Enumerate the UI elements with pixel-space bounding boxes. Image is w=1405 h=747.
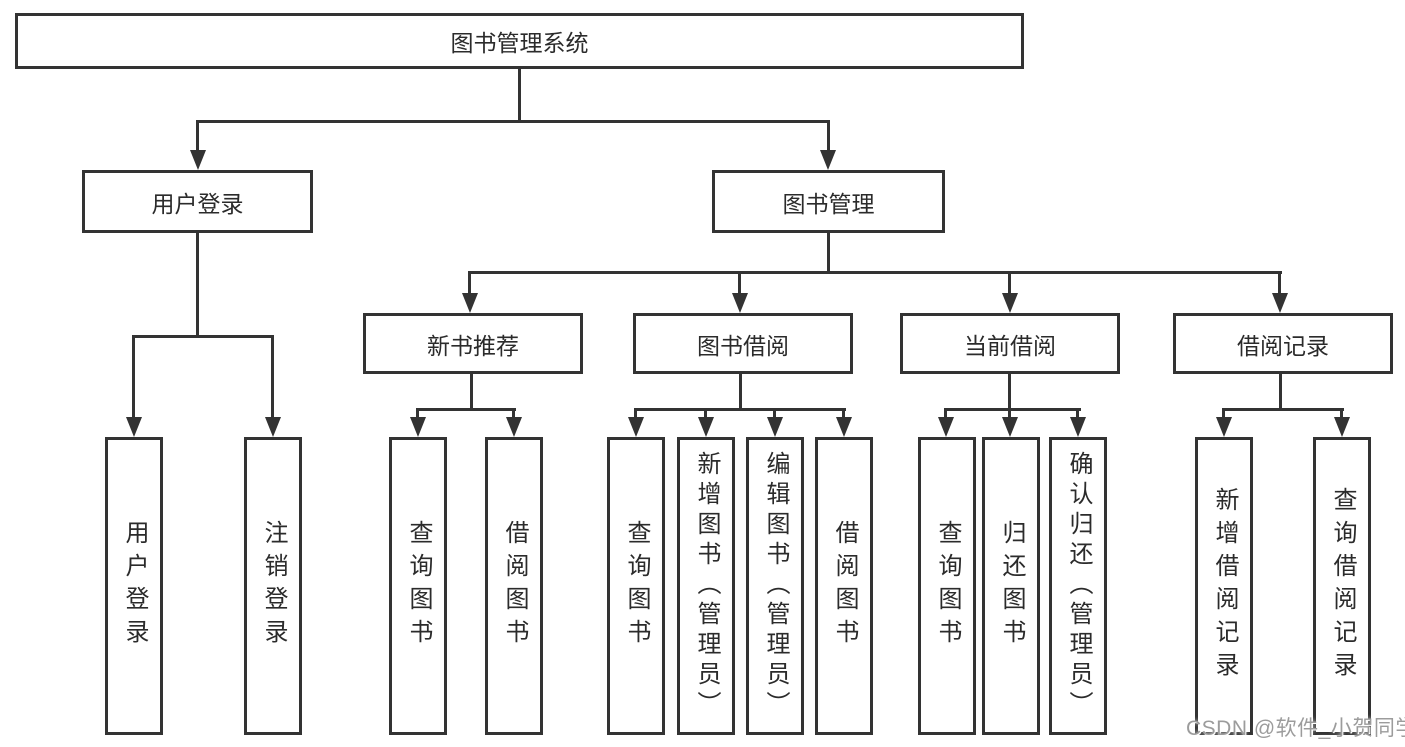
arrowhead-down-icon	[462, 293, 478, 313]
connector-line	[271, 335, 274, 419]
node-user-login: 用户登录	[82, 170, 313, 233]
connector-line	[196, 233, 199, 335]
arrowhead-down-icon	[1272, 293, 1288, 313]
arrowhead-down-icon	[938, 417, 954, 437]
arrowhead-down-icon	[1070, 417, 1086, 437]
node-new-book-recommend: 新书推荐	[363, 313, 583, 374]
leaf-confirm-return-admin: 确认归还（管理员）	[1049, 437, 1107, 735]
node-root-library-system: 图书管理系统	[15, 13, 1024, 69]
leaf-logout: 注销登录	[244, 437, 302, 735]
leaf-borrow-books-recommend: 借阅图书	[485, 437, 543, 735]
connector-line	[468, 271, 471, 295]
leaf-user-login: 用户登录	[105, 437, 163, 735]
node-book-borrowing: 图书借阅	[633, 313, 853, 374]
connector-line	[944, 408, 947, 420]
arrowhead-down-icon	[410, 417, 426, 437]
arrowhead-down-icon	[1216, 417, 1232, 437]
connector-line	[739, 374, 742, 411]
connector-line	[416, 408, 419, 420]
connector-line	[634, 408, 637, 420]
connector-line	[1008, 271, 1011, 295]
node-current-borrowing: 当前借阅	[900, 313, 1120, 374]
leaf-return-books: 归还图书	[982, 437, 1040, 735]
arrowhead-down-icon	[1334, 417, 1350, 437]
connector-line	[1340, 408, 1343, 420]
leaf-query-books-borrowing: 查询图书	[607, 437, 665, 735]
leaf-add-books-admin: 新增图书（管理员）	[677, 437, 735, 735]
arrowhead-down-icon	[732, 293, 748, 313]
connector-line	[416, 408, 516, 411]
leaf-edit-books-admin: 编辑图书（管理员）	[746, 437, 804, 735]
connector-line	[842, 408, 845, 420]
node-borrow-records: 借阅记录	[1173, 313, 1393, 374]
arrowhead-down-icon	[1002, 417, 1018, 437]
leaf-query-books-recommend: 查询图书	[389, 437, 447, 735]
arrowhead-down-icon	[820, 150, 836, 170]
connector-line	[1222, 408, 1344, 411]
connector-line	[704, 408, 707, 420]
connector-line	[634, 408, 846, 411]
leaf-query-borrow-record: 查询借阅记录	[1313, 437, 1371, 735]
arrowhead-down-icon	[126, 417, 142, 437]
arrowhead-down-icon	[190, 150, 206, 170]
connector-line	[132, 335, 135, 419]
connector-line	[1278, 271, 1281, 295]
connector-line	[1008, 374, 1011, 411]
arrowhead-down-icon	[1002, 293, 1018, 313]
connector-line	[944, 408, 1081, 411]
arrowhead-down-icon	[767, 417, 783, 437]
node-book-management: 图书管理	[712, 170, 945, 233]
connector-line	[196, 120, 199, 152]
connector-line	[738, 271, 741, 295]
connector-line	[1076, 408, 1079, 420]
connector-line	[132, 335, 274, 338]
connector-line	[518, 69, 521, 123]
arrowhead-down-icon	[506, 417, 522, 437]
connector-line	[1222, 408, 1225, 420]
connector-line	[468, 271, 1282, 274]
connector-line	[470, 374, 473, 411]
connector-line	[1279, 374, 1282, 411]
connector-line	[773, 408, 776, 420]
arrowhead-down-icon	[836, 417, 852, 437]
connector-line	[827, 233, 830, 274]
connector-line	[512, 408, 515, 420]
leaf-borrow-books: 借阅图书	[815, 437, 873, 735]
csdn-watermark: CSDN @软件_小贺同学	[1186, 717, 1405, 740]
connector-line	[196, 120, 830, 123]
arrowhead-down-icon	[265, 417, 281, 437]
leaf-add-borrow-record: 新增借阅记录	[1195, 437, 1253, 735]
connector-line	[827, 120, 830, 152]
arrowhead-down-icon	[628, 417, 644, 437]
connector-line	[1008, 408, 1011, 420]
leaf-query-books-current: 查询图书	[918, 437, 976, 735]
arrowhead-down-icon	[698, 417, 714, 437]
